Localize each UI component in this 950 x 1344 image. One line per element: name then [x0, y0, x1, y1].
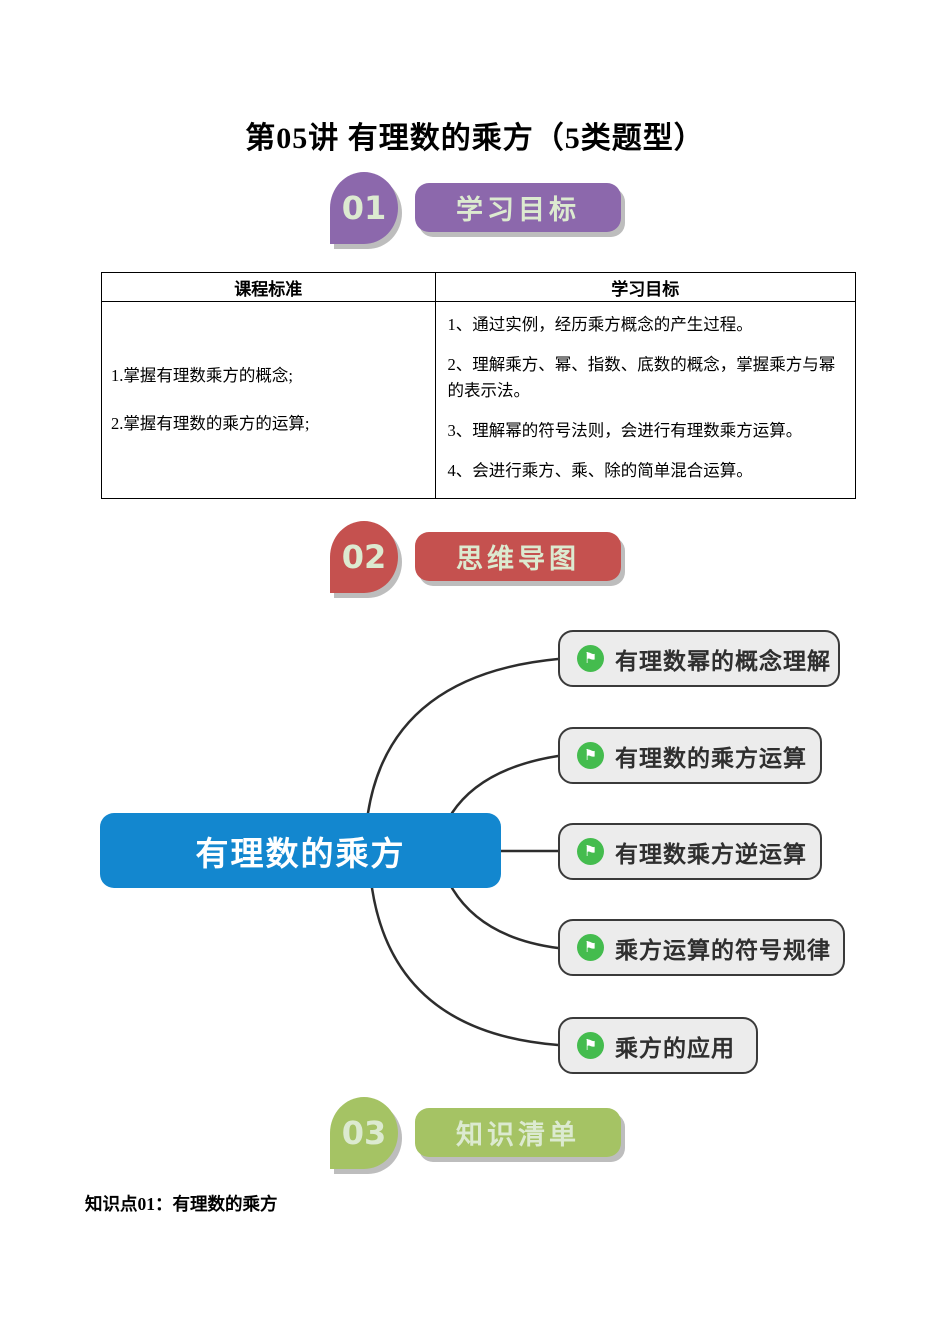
flag-icon: ⚑: [577, 934, 604, 961]
objective-item: 1、通过实例，经历乘方概念的产生过程。: [447, 315, 753, 334]
mindmap-branch-node: ⚑ 乘方运算的符号规律: [558, 919, 845, 976]
branch-label: 有理数幂的概念理解: [615, 647, 831, 674]
objective-item: 2、理解乘方、幂、指数、底数的概念，掌握乘方与幂的表示法。: [447, 354, 836, 401]
objectives-table: 课程标准 学习目标 1.掌握有理数乘方的概念; 2.掌握有理数的乘方的运算; 1…: [101, 272, 857, 499]
mindmap: 有理数的乘方 ⚑ 有理数幂的概念理解 ⚑ 有理数的乘方运算 ⚑ 有理数乘方逆运算…: [0, 620, 950, 1090]
connector-branch-2: [450, 754, 560, 815]
flag-icon: ⚑: [577, 1032, 604, 1059]
section-number-badge: 03: [330, 1097, 398, 1169]
mindmap-branch-node: ⚑ 乘方的应用: [558, 1017, 758, 1074]
connector-branch-4: [450, 886, 560, 950]
section-header-03: 03 知识清单: [330, 1097, 630, 1179]
objectives-cell: 1、通过实例，经历乘方概念的产生过程。 2、理解乘方、幂、指数、底数的概念，掌握…: [434, 301, 857, 499]
knowledge-point-heading: 知识点01：有理数的乘方: [85, 1194, 278, 1214]
branch-label: 有理数的乘方运算: [615, 744, 807, 771]
connector-branch-5: [370, 886, 560, 1047]
table-header-row: 课程标准 学习目标: [101, 272, 857, 302]
standards-item: 2.掌握有理数的乘方的运算;: [111, 413, 310, 433]
mindmap-branch-node: ⚑ 有理数的乘方运算: [558, 727, 822, 784]
mindmap-branch-node: ⚑ 有理数乘方逆运算: [558, 823, 822, 880]
section-header-02: 02 思维导图: [330, 521, 630, 603]
objective-item: 4、会进行乘方、乘、除的简单混合运算。: [447, 460, 753, 480]
table-body-row: 1.掌握有理数乘方的概念; 2.掌握有理数的乘方的运算; 1、通过实例，经历乘方…: [101, 301, 857, 499]
branch-label: 乘方的应用: [615, 1034, 735, 1061]
flag-icon: ⚑: [577, 742, 604, 769]
mindmap-root-node: 有理数的乘方: [100, 813, 501, 888]
mindmap-connector-lines: [366, 657, 560, 1047]
standards-cell: 1.掌握有理数乘方的概念; 2.掌握有理数的乘方的运算;: [101, 301, 436, 499]
objective-item: 3、理解幂的符号法则，会进行有理数乘方运算。: [447, 421, 803, 441]
section-number-badge: 02: [330, 521, 398, 593]
connector-branch-1: [366, 657, 560, 815]
column-header-standards: 课程标准: [101, 272, 436, 302]
section-title-pill: 思维导图: [415, 532, 621, 581]
flag-icon: ⚑: [577, 645, 604, 672]
flag-icon: ⚑: [577, 838, 604, 865]
page-title: 第05讲 有理数的乘方（5类题型）: [245, 122, 705, 155]
section-header-01: 01 学习目标: [330, 172, 630, 254]
mindmap-branch-node: ⚑ 有理数幂的概念理解: [558, 630, 840, 687]
section-number-badge: 01: [330, 172, 398, 244]
branch-label: 有理数乘方逆运算: [615, 840, 807, 867]
standards-item: 1.掌握有理数乘方的概念;: [111, 365, 293, 385]
section-title-pill: 学习目标: [415, 183, 621, 232]
section-title-pill: 知识清单: [415, 1108, 621, 1157]
column-header-objectives: 学习目标: [434, 272, 857, 302]
branch-label: 乘方运算的符号规律: [615, 936, 831, 963]
